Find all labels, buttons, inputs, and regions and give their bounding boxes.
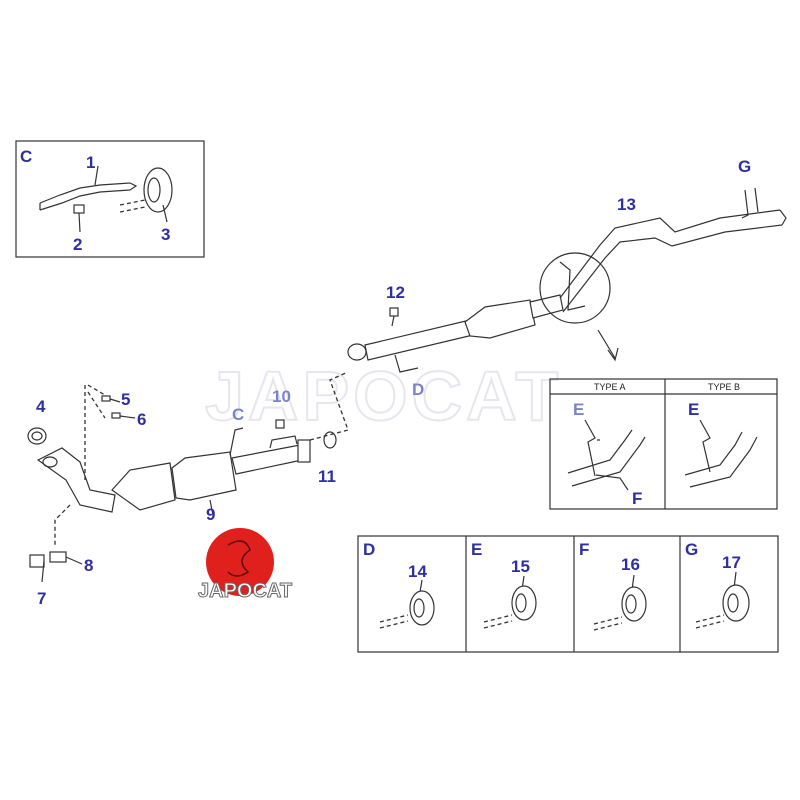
ref-label-d: D <box>412 380 424 399</box>
part-label-11: 11 <box>318 467 336 486</box>
watermark: JAPOCAT <box>205 357 562 435</box>
part-label-13: 13 <box>617 195 636 214</box>
hanger-box-f: F 16 <box>579 540 647 631</box>
svg-text:17: 17 <box>722 553 741 572</box>
nut-part-10 <box>275 419 285 429</box>
svg-text:D: D <box>363 540 375 559</box>
svg-text:16: 16 <box>621 555 640 574</box>
type-b-label-e: E <box>688 400 699 419</box>
hanger-box-d: D 14 <box>363 540 435 629</box>
bracket-part-1 <box>39 165 138 211</box>
bolt-part-12 <box>389 307 399 317</box>
part-label-3: 3 <box>161 225 170 244</box>
part-label-10: 10 <box>272 387 291 406</box>
type-b-header: TYPE B <box>708 382 740 392</box>
part-label-4: 4 <box>36 397 46 416</box>
part-label-1: 1 <box>86 153 95 172</box>
japocat-logo: JAPOCAT <box>198 528 293 603</box>
svg-text:14: 14 <box>408 562 427 581</box>
svg-text:F: F <box>579 540 589 559</box>
part-label-12: 12 <box>386 283 405 302</box>
sub-catalytic-converter <box>464 299 536 339</box>
part-label-2: 2 <box>73 235 82 254</box>
svg-text:JAPOCAT: JAPOCAT <box>198 580 292 602</box>
inset-letter: C <box>20 147 32 166</box>
front-pipe-assembly: 4 5 6 7 8 9 C 10 11 <box>27 371 349 608</box>
hanger-boxes: D 14 E 15 F 16 G 17 <box>357 535 779 653</box>
gasket-part-4 <box>27 427 47 445</box>
ref-label-g: G <box>738 157 751 176</box>
ref-label-c: C <box>232 405 244 424</box>
svg-text:E: E <box>471 540 482 559</box>
sensor-part-7 <box>29 551 83 583</box>
center-pipe-assembly: 12 D <box>347 283 564 399</box>
gasket-part-11 <box>323 431 337 449</box>
type-detail-box: TYPE A TYPE B E F E <box>549 378 778 510</box>
part-label-6: 6 <box>137 410 146 429</box>
tail-pipe-assembly: 13 G <box>539 157 787 362</box>
hanger-box-e: E 15 <box>471 540 537 629</box>
detail-callout-circle <box>539 252 611 324</box>
part-label-5: 5 <box>121 390 130 409</box>
svg-text:15: 15 <box>511 557 530 576</box>
manifold-pipe <box>36 447 116 513</box>
catalytic-converter <box>111 462 176 511</box>
hanger-box-g: G 17 <box>685 540 750 629</box>
inset-c-box: C 1 2 3 <box>15 140 205 258</box>
type-a-label-e: E <box>573 400 584 419</box>
type-a-header: TYPE A <box>594 382 626 392</box>
resonator <box>171 451 237 501</box>
type-a-label-f: F <box>632 489 642 508</box>
part-label-7: 7 <box>37 589 46 608</box>
bolt-part-2 <box>73 204 85 233</box>
svg-text:G: G <box>685 540 698 559</box>
hanger-part-3 <box>119 167 173 223</box>
part-label-9: 9 <box>206 505 215 524</box>
part-label-8: 8 <box>84 556 93 575</box>
